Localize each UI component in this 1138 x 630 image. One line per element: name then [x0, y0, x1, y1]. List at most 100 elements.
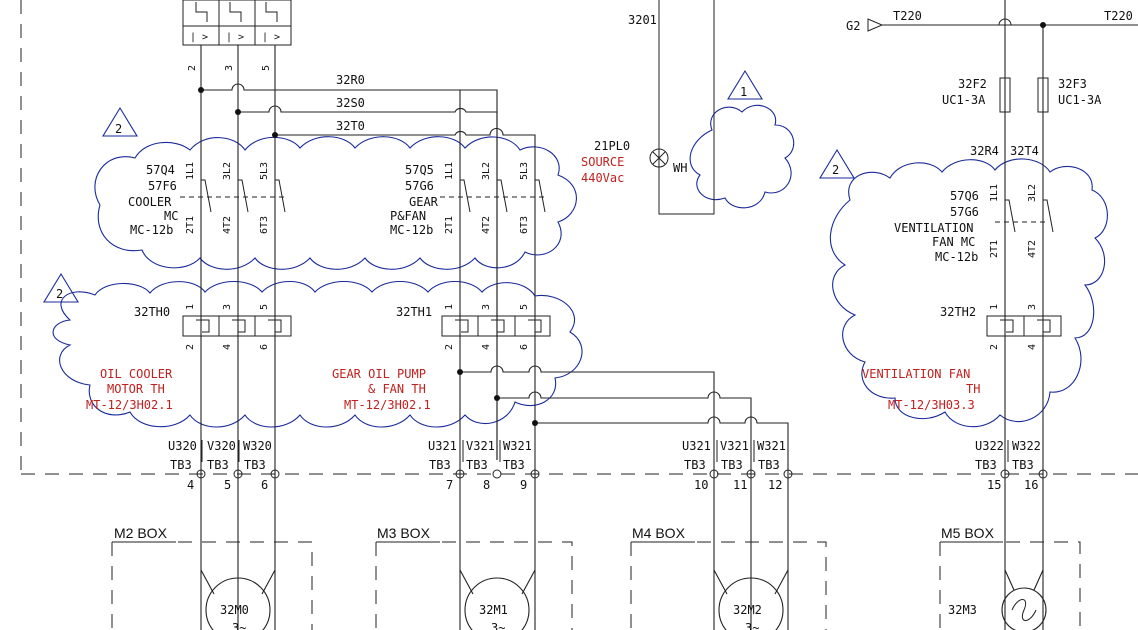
branch-to-m4 [457, 365, 789, 630]
svg-text:V321: V321 [466, 439, 495, 453]
svg-text:32T4: 32T4 [1010, 144, 1039, 158]
wire-num-5: 5 [261, 65, 272, 71]
svg-text:5L3: 5L3 [519, 162, 530, 180]
svg-text:32F3: 32F3 [1058, 77, 1087, 91]
svg-text:57Q4: 57Q4 [146, 163, 175, 177]
overload-label-2: | > [226, 32, 244, 43]
svg-text:2: 2 [185, 344, 196, 350]
svg-text:32TH1: 32TH1 [396, 305, 432, 319]
wire-label-3201: 3201 [628, 13, 657, 27]
overload-relay-top: | > | > | > [182, 0, 292, 46]
svg-text:5: 5 [519, 304, 530, 310]
svg-text:M4 BOX: M4 BOX [632, 525, 686, 541]
wire-num-3: 3 [224, 65, 235, 71]
svg-text:2: 2 [56, 287, 63, 301]
svg-text:GEAR: GEAR [409, 195, 439, 209]
svg-text:6T3: 6T3 [519, 216, 530, 234]
svg-text:M2 BOX: M2 BOX [114, 525, 168, 541]
svg-text:MT-12/3H03.3: MT-12/3H03.3 [888, 398, 975, 412]
svg-text:G2: G2 [846, 19, 860, 33]
svg-text:P&FAN: P&FAN [390, 209, 426, 223]
svg-text:2: 2 [444, 344, 455, 350]
svg-text:6: 6 [519, 344, 530, 350]
svg-text:WH: WH [673, 161, 687, 175]
svg-text:2T1: 2T1 [185, 216, 196, 234]
overload-label-3: | > [262, 32, 280, 43]
motor-box-m3: M3 BOX 32M1 3~ [375, 525, 573, 630]
svg-text:440Vac: 440Vac [581, 171, 624, 185]
svg-text:TB3: TB3 [1012, 458, 1034, 472]
svg-text:MC-12b: MC-12b [935, 250, 978, 264]
svg-text:TB3: TB3 [721, 458, 743, 472]
svg-text:16: 16 [1024, 478, 1038, 492]
svg-text:VENTILATION FAN: VENTILATION FAN [862, 367, 970, 381]
revision-triangle-right: 2 [819, 148, 855, 179]
svg-text:57G6: 57G6 [950, 205, 979, 219]
motor-box-m5: M5 BOX 32M3 [939, 525, 1081, 630]
svg-text:U321: U321 [428, 439, 457, 453]
svg-text:TH: TH [966, 382, 980, 396]
svg-text:4T2: 4T2 [1027, 240, 1038, 258]
svg-text:MC-12b: MC-12b [130, 223, 173, 237]
ventilation-feed: G2 T220 T220 32F2 UC1-3A 32F3 UC1-3A 32R… [846, 0, 1138, 630]
svg-text:3~: 3~ [745, 621, 759, 630]
svg-text:MT-12/3H02.1: MT-12/3H02.1 [344, 398, 431, 412]
svg-text:MOTOR TH: MOTOR TH [107, 382, 165, 396]
svg-text:15: 15 [987, 478, 1001, 492]
svg-text:32TH2: 32TH2 [940, 305, 976, 319]
terminal-group-tb3-10-12: U321 V321 W321 TB3 TB3 TB3 10 11 12 [682, 439, 793, 492]
svg-text:GEAR OIL PUMP: GEAR OIL PUMP [332, 367, 426, 381]
svg-text:2: 2 [832, 163, 839, 177]
svg-text:1: 1 [185, 304, 196, 310]
svg-text:M5 BOX: M5 BOX [941, 525, 995, 541]
svg-text:TB3: TB3 [244, 458, 266, 472]
thermal-relay-32th1: 32TH1 1 3 5 2 4 6 GEAR OIL PUMP & FAN TH… [332, 304, 551, 412]
svg-text:6T3: 6T3 [259, 216, 270, 234]
svg-text:VENTILATION: VENTILATION [894, 221, 973, 235]
svg-text:2T1: 2T1 [989, 240, 1000, 258]
contactor-ventilation: 57Q6 57G6 VENTILATION FAN MC MC-12b 1L1 … [894, 184, 1054, 264]
motor-box-m2: M2 BOX 32M0 3~ [111, 525, 313, 630]
svg-text:TB3: TB3 [758, 458, 780, 472]
svg-text:3~: 3~ [491, 621, 505, 630]
svg-text:2T1: 2T1 [444, 216, 455, 234]
svg-text:8: 8 [483, 478, 490, 492]
thermal-relay-32th2: 32TH2 1 3 2 4 VENTILATION FAN TH MT-12/3… [862, 304, 1062, 412]
svg-text:3L2: 3L2 [481, 162, 492, 180]
svg-text:32M1: 32M1 [479, 603, 508, 617]
svg-text:3L2: 3L2 [222, 162, 233, 180]
revision-cloud-thermals-left [52, 281, 583, 428]
wire-label-32t0: 32T0 [336, 119, 365, 133]
svg-text:W320: W320 [243, 439, 272, 453]
wire-label-32s0: 32S0 [336, 96, 365, 110]
svg-text:3: 3 [222, 304, 233, 310]
svg-text:TB3: TB3 [975, 458, 997, 472]
contactor-gear: 57Q5 57G6 GEAR P&FAN MC-12b 1L1 3L2 5L3 … [390, 162, 548, 237]
svg-text:5L3: 5L3 [259, 162, 270, 180]
svg-text:M3 BOX: M3 BOX [377, 525, 431, 541]
svg-text:FAN MC: FAN MC [932, 235, 975, 249]
svg-text:4T2: 4T2 [222, 216, 233, 234]
svg-text:5: 5 [259, 304, 270, 310]
svg-text:MT-12/3H02.1: MT-12/3H02.1 [86, 398, 173, 412]
svg-text:MC: MC [164, 209, 178, 223]
svg-text:57Q5: 57Q5 [405, 163, 434, 177]
svg-text:TB3: TB3 [207, 458, 229, 472]
svg-text:57Q6: 57Q6 [950, 189, 979, 203]
svg-text:12: 12 [768, 478, 782, 492]
svg-text:9: 9 [520, 478, 527, 492]
revision-triangle-pilot: 1 [727, 69, 763, 100]
svg-text:3L2: 3L2 [1027, 184, 1038, 202]
svg-text:TB3: TB3 [684, 458, 706, 472]
svg-text:5: 5 [224, 478, 231, 492]
svg-text:11: 11 [733, 478, 747, 492]
svg-text:OIL COOLER: OIL COOLER [100, 367, 173, 381]
svg-text:SOURCE: SOURCE [581, 155, 624, 169]
svg-text:4: 4 [187, 478, 194, 492]
svg-text:U322: U322 [975, 439, 1004, 453]
svg-text:4: 4 [1027, 344, 1038, 350]
svg-text:1: 1 [989, 304, 1000, 310]
motor-box-m4: M4 BOX 32M2 3~ [630, 525, 827, 630]
svg-text:32F2: 32F2 [958, 77, 987, 91]
